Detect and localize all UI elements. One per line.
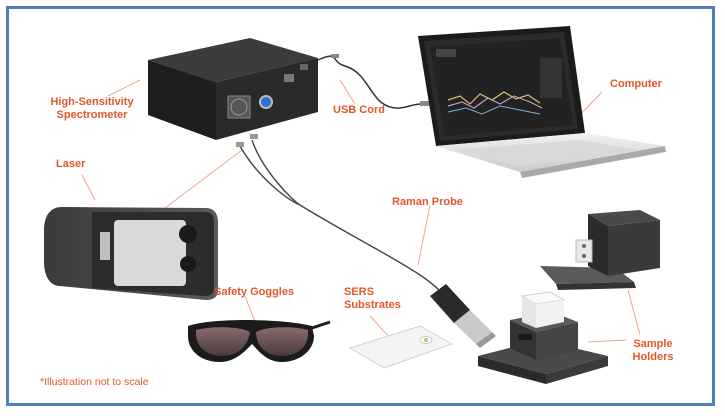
- laser-leader: [81, 174, 96, 201]
- sample-holder-leader-1: [587, 339, 627, 343]
- spectrometer-label: High-Sensitivity Spectrometer: [36, 96, 148, 122]
- safety-goggles-label: Safety Goggles: [214, 286, 295, 298]
- usb-cord-label: USB Cord: [333, 104, 385, 116]
- laser-to-fiber-leader: [164, 149, 243, 209]
- sample-holder-2-illustration: [478, 291, 608, 384]
- figure-frame: [6, 6, 715, 406]
- goggles-leader: [244, 295, 256, 323]
- spectrometer-label-line-2: Spectrometer: [56, 109, 128, 121]
- sers-substrates-label: SERS Substrates: [344, 286, 401, 312]
- scale-footnote: *Illustration not to scale: [40, 376, 149, 388]
- sample-holders-label-line-1: Sample: [633, 338, 673, 350]
- sers-substrate-illustration: [348, 325, 454, 369]
- spectrometer-label-line-1: High-Sensitivity: [50, 96, 134, 108]
- sample-holder-leader-2: [627, 289, 641, 336]
- raman-probe-label: Raman Probe: [392, 196, 463, 208]
- usb-cord-illustration: [317, 54, 430, 109]
- spectrometer-leader: [107, 79, 141, 97]
- sample-holders-label-line-2: Holders: [632, 351, 674, 363]
- laser-illustration: [44, 207, 218, 300]
- fiber-port: [259, 95, 273, 109]
- sample-holders-label: Sample Holders: [620, 338, 686, 364]
- usb-leader: [339, 79, 356, 105]
- computer-label: Computer: [610, 78, 662, 90]
- raman-probe-leader: [417, 204, 431, 266]
- computer-illustration: [418, 26, 666, 178]
- laser-label: Laser: [56, 158, 86, 170]
- sers-label-line-2: Substrates: [344, 299, 401, 311]
- leader-lines: [81, 79, 641, 343]
- spectrometer-illustration: [148, 38, 318, 140]
- safety-goggles-illustration: [188, 320, 331, 362]
- sers-label-line-1: SERS: [344, 286, 374, 298]
- optical-fiber-illustration: [236, 134, 447, 299]
- raman-probe-illustration: [430, 284, 496, 348]
- sample-holder-1-illustration: [540, 210, 660, 290]
